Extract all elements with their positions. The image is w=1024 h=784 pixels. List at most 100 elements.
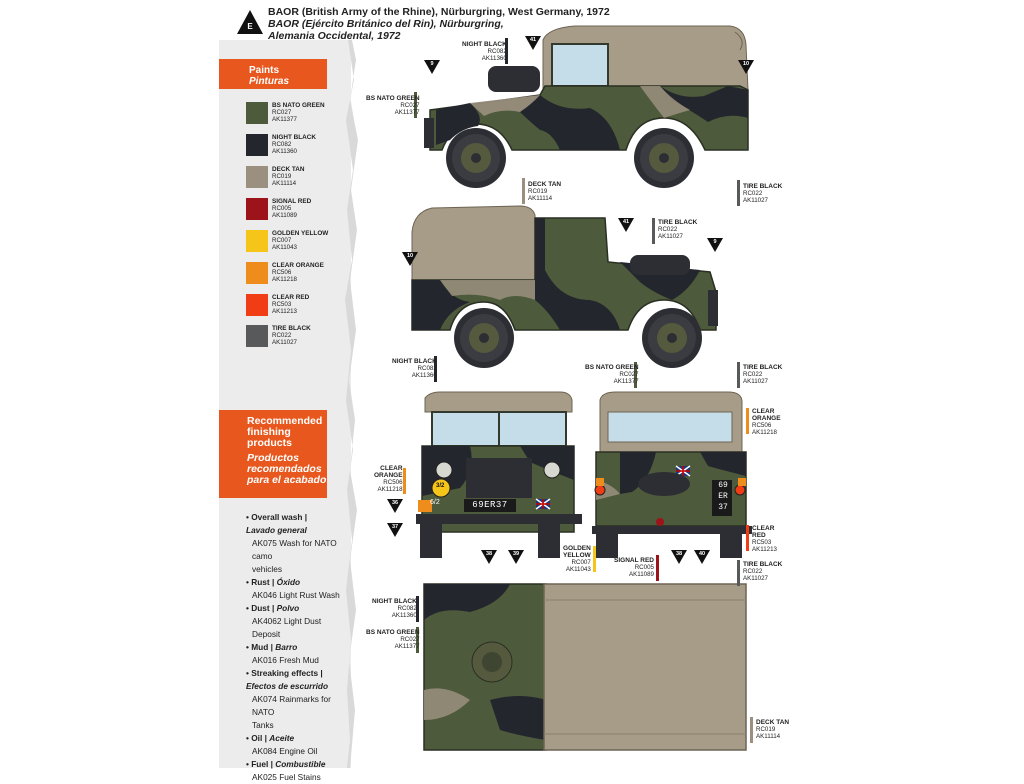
sidebar-torn-edge: [338, 40, 358, 768]
callout-code-rc: RC506: [383, 479, 403, 486]
bullet-icon: •: [246, 642, 252, 652]
finishing-group-en: Fuel |: [251, 759, 273, 769]
paint-color-chip: [246, 166, 268, 188]
profile-badge-triangle: [237, 10, 263, 34]
finishing-heading-es-3: para el acabado: [247, 474, 327, 486]
callout-name: NIGHT BLACK: [462, 41, 507, 48]
callout-name: TIRE BLACK: [658, 219, 698, 226]
finishing-group-es: Efectos de escurrido: [246, 681, 329, 691]
callout-clear-orange-1: CLEAR ORANGE RC506 AK11218: [374, 465, 403, 493]
callout-code-rc: RC022: [743, 190, 763, 197]
paint-code-ak: AK11027: [272, 339, 297, 346]
paint-code-ak: AK11360: [272, 148, 297, 155]
title-spanish-line-1: BAOR (Ejército Británico del Rin), Nürbu…: [268, 18, 504, 30]
callout-swatch-bar: [434, 356, 437, 382]
callout-golden-yellow-1: GOLDEN YELLOW RC007 AK11043: [563, 545, 591, 573]
callout-swatch-bar: [652, 218, 655, 244]
finishing-product-item: AK4062 Light Dust Deposit: [252, 616, 322, 639]
finishing-group-heading: • Dust | Polvo: [246, 602, 351, 615]
finishing-group-en: Streaking effects |: [251, 668, 323, 678]
callout-bs-nato-green-2: BS NATO GREEN RC027 AK11377: [585, 364, 639, 385]
callout-code-ak: AK11213: [752, 546, 777, 553]
callout-clear-orange-2: CLEAR ORANGE RC506 AK11218: [752, 408, 781, 436]
finishing-group-heading-es-line: Efectos de escurrido: [246, 680, 351, 693]
finishing-group-heading: • Streaking effects |: [246, 667, 351, 680]
rear-view: [592, 391, 752, 558]
paints-heading-box: Paints Pinturas: [219, 59, 327, 89]
callout-swatch-bar: [416, 627, 419, 653]
callout-code-rc: RC503: [752, 539, 772, 546]
paint-name: SIGNAL RED: [272, 198, 312, 205]
callout-swatch-bar: [750, 717, 753, 743]
callout-code-ak: AK11360: [411, 372, 437, 379]
paint-code-ak: AK11089: [272, 212, 297, 219]
finishing-product-item: AK075 Wash for NATO camo: [252, 538, 337, 561]
decal-marker-triangle: 37: [387, 523, 403, 537]
bullet-icon: •: [246, 512, 252, 522]
paint-color-chip: [246, 230, 268, 252]
finishing-group-es: Barro: [275, 642, 298, 652]
finishing-heading-box: Recommended finishing products Productos…: [219, 410, 327, 498]
callout-name-1: CLEAR: [380, 465, 403, 472]
callout-code-ak: AK11089: [628, 571, 654, 578]
callout-deck-tan-2: DECK TAN RC019 AK11114: [756, 719, 789, 740]
decal-marker-triangle: 10: [402, 252, 418, 266]
decal-marker-number: 9: [713, 239, 717, 245]
paints-heading-es: Pinturas: [249, 76, 290, 87]
callout-name: DECK TAN: [528, 181, 562, 188]
callout-code-ak: AK11027: [743, 197, 768, 204]
callout-code-rc: RC027: [400, 102, 420, 109]
finishing-group-en: Oil |: [251, 733, 267, 743]
decal-marker-triangle: 38: [481, 550, 497, 564]
finishing-group-en: Mud |: [251, 642, 273, 652]
callout-name-2: ORANGE: [752, 415, 781, 422]
callout-name: SIGNAL RED: [614, 557, 654, 564]
callout-swatch-bar: [593, 546, 596, 572]
paint-code-rc: RC506: [272, 269, 292, 276]
callout-bs-nato-green-1: BS NATO GREEN RC027 AK11377: [366, 95, 420, 116]
paint-code-rc: RC503: [272, 301, 292, 308]
paint-color-chip: [246, 262, 268, 284]
callout-swatch-bar: [737, 362, 740, 388]
decal-marker-triangle: 9: [707, 238, 723, 252]
front-view: [416, 391, 582, 558]
paint-code-ak: AK11377: [272, 116, 297, 123]
paint-color-chip: [246, 294, 268, 316]
finishing-heading-en-3: products: [247, 437, 292, 449]
paint-name: TIRE BLACK: [272, 325, 311, 332]
callout-swatch-bar: [746, 525, 749, 551]
callout-name: BS NATO GREEN: [585, 364, 639, 371]
decal-marker-triangle: 38: [671, 550, 687, 564]
finishing-group-en: Overall wash |: [251, 512, 308, 522]
callout-swatch-bar: [522, 178, 525, 204]
callout-signal-red-1: SIGNAL RED RC005 AK11089: [614, 557, 654, 578]
title-spanish-line-2: Alemania Occidental, 1972: [268, 30, 401, 42]
finishing-heading-es-1: Productos: [247, 452, 299, 464]
paint-code-rc: RC005: [272, 205, 292, 212]
paint-code-rc: RC082: [272, 141, 292, 148]
callout-code-ak: AK11027: [743, 378, 768, 385]
callout-code-rc: RC005: [634, 564, 654, 571]
decal-marker-number: 39: [512, 551, 520, 557]
callout-code-rc: RC022: [743, 371, 763, 378]
decal-marker-triangle: 41: [618, 218, 634, 232]
right-side-view: [411, 205, 718, 368]
finishing-product-item: AK046 Light Rust Wash: [252, 590, 340, 600]
callout-code-ak: AK11377: [394, 643, 420, 650]
page-title: BAOR (British Army of the Rhine), Nürbur…: [268, 6, 610, 42]
bullet-icon: •: [246, 577, 252, 587]
callout-name: BS NATO GREEN: [366, 629, 420, 636]
callout-code-ak: AK11218: [752, 429, 777, 436]
paint-code-ak: AK11043: [272, 244, 297, 251]
finishing-product-item: AK084 Engine Oil: [252, 746, 318, 756]
finishing-product-item: AK016 Fresh Mud: [252, 655, 319, 665]
rear-plate-line-2: ER: [718, 492, 728, 501]
callout-code-ak: AK11360: [481, 55, 507, 62]
decal-marker-number: 10: [406, 253, 414, 259]
finishing-group-en: Dust |: [251, 603, 275, 613]
